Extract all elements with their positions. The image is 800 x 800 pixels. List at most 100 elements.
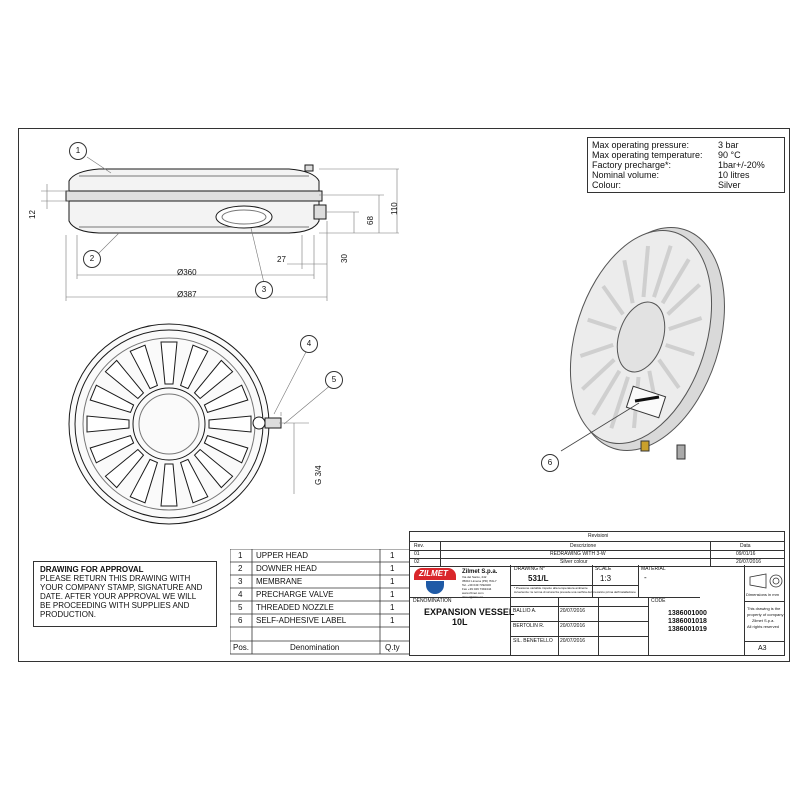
side-view-drawing [41,156,399,301]
front-spoke [89,434,135,464]
front-spoke [129,458,159,504]
front-spoke [104,359,145,400]
dims-label: Dimensions in mm [746,592,779,597]
iso-spoke [581,358,616,391]
front-spoke [179,344,209,390]
parts-row-2-pos: 2 [238,564,243,573]
iso-spoke [609,376,630,429]
front-spoke [193,359,234,400]
company-line-3: Tel. +39 049 7392400 [462,583,491,587]
person-3-name: SIL. BENETELLO [513,638,553,644]
front-spoke [193,448,234,489]
title-block: ZILMET Zilmet S.p.a. Via del Santo, 242 … [409,565,785,656]
iso-spoke [666,283,701,316]
iso-spoke [601,284,625,316]
dim-12: 12 [28,210,37,219]
dim-30: 30 [340,254,349,263]
denomination-label: DENOMINATION [413,598,452,604]
parts-row-4-name: PRECHARGE VALVE [256,590,334,599]
balloon-5: 5 [325,371,343,389]
code-2: 1386001018 [668,618,707,625]
person-1-name: BALLIO A. [513,608,537,614]
property-line-3: Zilmet S.p.a. [752,618,775,623]
company-name: Zilmet S.p.a. [462,569,498,575]
iso-spoke [579,343,614,358]
front-spoke [104,448,145,489]
front-spoke [208,415,252,433]
property-line-2: property of company [747,612,784,617]
iso-spoke [665,343,695,357]
balloon-4: 4 [300,335,318,353]
rev-row-1-rev: 01 [414,551,420,557]
sheet-size: A3 [758,645,767,652]
dim-diameter-360: Ø360 [177,268,197,277]
notice-line-2: Avvertenze: la norma di sicurezza preved… [514,590,636,594]
spec-value-volume: 10 litres [718,170,750,180]
person-1-date: 20/07/2016 [560,608,586,614]
front-spoke [160,341,178,385]
person-3-date: 20/07/2016 [560,638,586,644]
property-line-4: All rights reserved [747,624,780,629]
code-3: 1386001019 [668,626,707,633]
company-line-1: Via del Santo, 242 [462,575,487,579]
person-2-name: BERTOLIN R. [513,623,545,629]
revisions-table: Revisioni Rev. Descrizione Data 01 REDRA… [409,531,785,567]
denomination-line-1: EXPANSION VESSEL [424,607,515,617]
spec-label-temperature: Max operating temperature: [592,150,703,160]
scale-label: SCALE [595,566,612,572]
approval-title: DRAWING FOR APPROVAL [40,565,144,574]
notice-line-1: * Pressione variabile rispetto alla temp… [514,586,588,590]
drawing-no-label: DRAWING N° [514,566,545,572]
iso-spoke [657,358,681,390]
dim-thread-g34: G 3/4 [314,465,323,485]
iso-spoke [641,245,650,298]
parts-row-2-name: DOWNER HEAD [256,564,317,573]
rev-row-1-date: 09/01/16 [736,551,756,557]
projection-symbol-icon [749,573,783,589]
approval-line-4: BE PROCEEDING WITH SUPPLIES AND [40,601,190,610]
drawing-no: 531/L [528,574,549,583]
front-spoke [89,384,135,414]
code-1: 1386001000 [668,610,707,617]
front-spoke [129,344,159,390]
isometric-view [560,227,725,460]
approval-line-3: DATE. AFTER YOUR APPROVAL WE WILL [40,592,197,601]
front-spoke [179,458,209,504]
spec-value-precharge: 1bar+/-20% [718,160,765,170]
logo-text: ZILMET [419,569,448,578]
parts-row-4-qty: 1 [390,590,395,599]
code-label: CODE [651,598,666,604]
parts-header-qty: Q.ty [385,643,400,652]
person-2-date: 20/07/2016 [560,623,586,629]
balloon-3: 3 [255,281,273,299]
iso-spoke [587,317,617,331]
spec-value-temperature: 90 °C [718,150,741,160]
iso-spoke [668,316,703,331]
rev-header-rev: Rev. [414,543,424,549]
rev-row-1-desc: REDRAWING WITH 3-W [550,551,606,557]
company-line-2: 35010 Limena (PD) ITALY [462,579,497,583]
dim-68: 68 [366,216,375,225]
parts-row-3-qty: 1 [390,577,395,586]
iso-spoke [660,258,691,305]
parts-row-1-qty: 1 [390,551,395,560]
parts-row-1-name: UPPER HEAD [256,551,309,560]
parts-row-4-pos: 4 [238,590,243,599]
material-value: - [644,573,647,582]
approval-line-2: YOUR COMPANY STAMP, SIGNATURE AND [40,583,203,592]
rev-header-desc: Descrizione [570,543,597,549]
spec-value-pressure: 3 bar [718,140,739,150]
drawing-sheet: Max operating pressure: 3 bar Max operat… [18,128,790,662]
spec-label-volume: Nominal volume: [592,170,660,180]
dim-110: 110 [390,202,399,215]
iso-spoke [652,245,673,298]
parts-header-denomination: Denomination [290,643,340,652]
scale-value: 1:3 [600,574,612,583]
front-spoke [203,384,249,414]
parts-row-3-pos: 3 [238,577,243,586]
parts-row-6-name: SELF-ADHESIVE LABEL [256,616,347,625]
balloon-2: 2 [83,250,101,268]
dim-diameter-387: Ø387 [177,290,197,299]
spec-value-colour: Silver [718,180,741,190]
approval-line-1: PLEASE RETURN THIS DRAWING WITH [40,574,191,583]
